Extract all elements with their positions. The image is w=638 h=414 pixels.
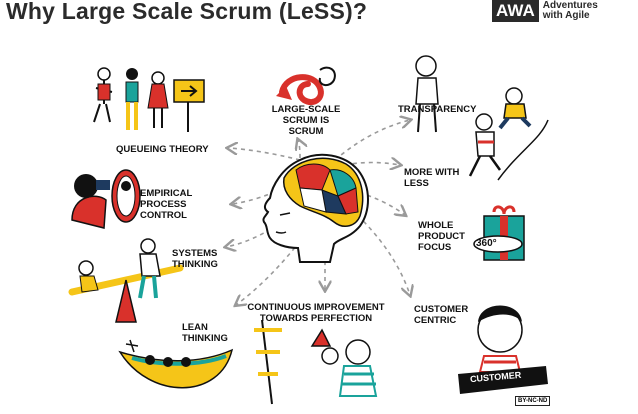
label-customer-centric: CUSTOMER CENTRIC — [414, 304, 469, 326]
lean-boat-illustration — [118, 339, 234, 389]
label-more-with-less: MORE WITH LESS — [404, 167, 460, 189]
seesaw-illustration — [68, 238, 184, 323]
logo-abbr: AWA — [492, 0, 539, 22]
logo-tagline: Adventures with Agile — [542, 0, 598, 21]
empirical-illustration — [71, 169, 141, 229]
continuous-improvement-illustration — [254, 319, 378, 405]
customer-face-illustration — [458, 305, 548, 394]
transparency-illustration — [415, 55, 532, 133]
label-continuous-improvement: CONTINUOUS IMPROVEMENT TOWARDS PERFECTIO… — [247, 302, 385, 324]
queue-people-illustration — [93, 67, 205, 132]
label-queueing-theory: QUEUEING THEORY — [116, 144, 209, 155]
scrum-loop-icon — [276, 66, 336, 106]
head-brain-illustration — [262, 153, 369, 263]
license-badge: BY-NC-ND — [515, 396, 551, 406]
arrow-queueing — [228, 148, 301, 161]
arrow-empirical — [232, 184, 291, 204]
arrow-transparency — [334, 120, 410, 161]
awa-logo: AWA Adventures with Agile — [492, 0, 613, 22]
gift-box-illustration — [473, 205, 525, 261]
arrow-more-less — [344, 163, 400, 166]
label-systems-thinking: SYSTEMS THINKING — [172, 248, 218, 270]
gift-360-badge: 360° — [476, 238, 497, 249]
license-text: BY-NC-ND — [515, 396, 551, 406]
page-title: Why Large Scale Scrum (LeSS)? — [6, 0, 368, 24]
label-transparency: TRANSPARENCY — [398, 104, 477, 115]
label-large-scale-scrum: LARGE-SCALE SCRUM IS SCRUM — [271, 104, 341, 137]
runner-illustration — [468, 113, 549, 181]
arrow-large-scale — [298, 140, 300, 159]
label-whole-product: WHOLE PRODUCT FOCUS — [418, 220, 465, 253]
label-lean-thinking: LEAN THINKING — [182, 322, 228, 344]
label-empirical: EMPIRICAL PROCESS CONTROL — [140, 188, 193, 221]
arrow-systems — [226, 214, 291, 247]
